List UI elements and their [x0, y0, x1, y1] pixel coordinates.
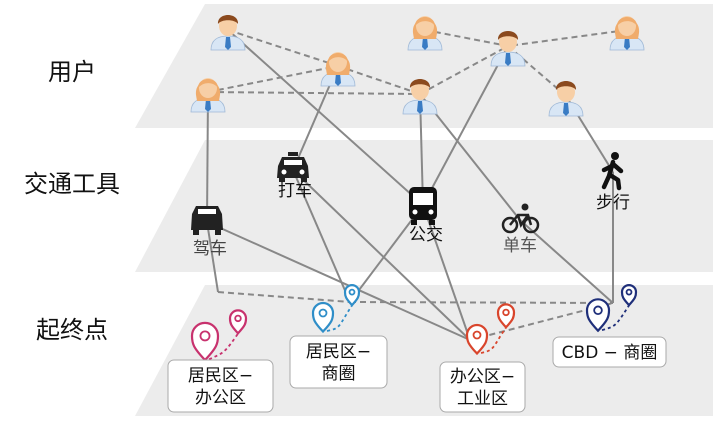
- mode-label-walk: 步行: [596, 193, 630, 213]
- bus-icon: [409, 187, 437, 225]
- user-avatar-male: [210, 15, 246, 51]
- od-node-res-biz: 居民区−商圈: [289, 284, 388, 389]
- user-link-u4-u7: [419, 45, 509, 95]
- mode-od-link-bus-res-biz: [349, 204, 424, 303]
- user-mode-link-u7-bus: [422, 45, 509, 206]
- user-avatar-male: [490, 31, 526, 67]
- user-avatar-female: [407, 16, 443, 51]
- od-node-res-office: 居民区−办公区: [167, 309, 274, 413]
- mode-od-link-taxi-res-biz: [292, 169, 351, 303]
- map-pin-icon: [496, 303, 516, 329]
- od-label-line: 办公区−: [450, 367, 515, 387]
- map-pin-icon: [228, 309, 248, 335]
- user-avatar-female: [609, 16, 645, 51]
- mode-label-bus: 公交: [409, 225, 443, 245]
- mode-label-bike: 单车: [503, 236, 537, 256]
- car-icon: [191, 206, 223, 235]
- layer-label-users: 用户: [48, 58, 96, 86]
- user-link-u3-u4: [337, 65, 421, 95]
- od-label-line: 商圈: [322, 364, 356, 384]
- user-mode-link-u4-bike: [419, 93, 521, 221]
- user-link-u5-u7: [424, 29, 509, 47]
- user-nodes: [190, 15, 645, 117]
- map-pin-icon: [311, 301, 335, 334]
- map-pin-icon: [465, 323, 489, 356]
- map-pin-icon: [585, 298, 611, 333]
- map-pin-icon: [190, 321, 220, 362]
- od-label-line: 工业区: [457, 389, 508, 409]
- route-dashes: [480, 327, 507, 354]
- od-label-box: [289, 335, 388, 389]
- mode-label-drive: 驾车: [193, 239, 227, 259]
- mode-od-link-drive-res-office: [206, 221, 219, 293]
- od-node-cbd-biz: CBD − 商圈: [552, 284, 667, 368]
- od-label-line: 居民区−: [188, 366, 253, 386]
- user-avatar-male: [548, 81, 584, 117]
- layer-label-transport: 交通工具: [24, 170, 120, 198]
- user-link-u2-u3: [207, 65, 339, 93]
- mode-od-link-bike-cbd-biz: [519, 219, 614, 304]
- mode-label-taxi: 打车: [278, 181, 312, 201]
- mode-od-link-drive-office-ind: [206, 221, 471, 341]
- od-node-office-ind: 办公区−工业区: [439, 303, 526, 413]
- user-mode-link-u2-drive: [206, 91, 209, 223]
- user-link-u2-u4: [207, 91, 421, 95]
- od-label-box: [439, 361, 526, 413]
- od-label-box: [167, 359, 274, 413]
- layer-labels: 用户 交通工具 起终点: [24, 58, 120, 344]
- mode-od-link-taxi-office-ind: [292, 169, 471, 341]
- route-dashes: [601, 304, 630, 331]
- od-label-line: CBD − 商圈: [562, 343, 658, 363]
- user-link-u6-u7: [507, 29, 628, 47]
- taxi-icon: [277, 152, 309, 182]
- user-mode-link-u1-bus: [227, 29, 424, 206]
- walking-person-icon: [601, 152, 624, 191]
- od-link-res-office-res-biz: [217, 291, 351, 303]
- od-label-box: [552, 336, 667, 368]
- user-avatar-female: [320, 52, 356, 87]
- layer-label-od: 起终点: [36, 316, 108, 344]
- map-pin-icon: [343, 284, 361, 307]
- od-label-line: 办公区: [195, 388, 246, 408]
- map-pin-icon: [620, 284, 638, 307]
- user-avatar-female: [190, 78, 226, 113]
- bicycle-icon: [501, 203, 540, 234]
- od-plane: [135, 285, 713, 416]
- origin-destination-nodes: 居民区−办公区居民区−商圈办公区−工业区CBD − 商圈: [167, 284, 667, 413]
- route-dashes: [326, 304, 353, 332]
- od-link-res-biz-cbd-biz: [349, 301, 614, 304]
- user-avatar-male: [402, 79, 438, 115]
- od-label-line: 居民区−: [306, 342, 371, 362]
- mode-od-link-bus-office-ind: [422, 204, 471, 341]
